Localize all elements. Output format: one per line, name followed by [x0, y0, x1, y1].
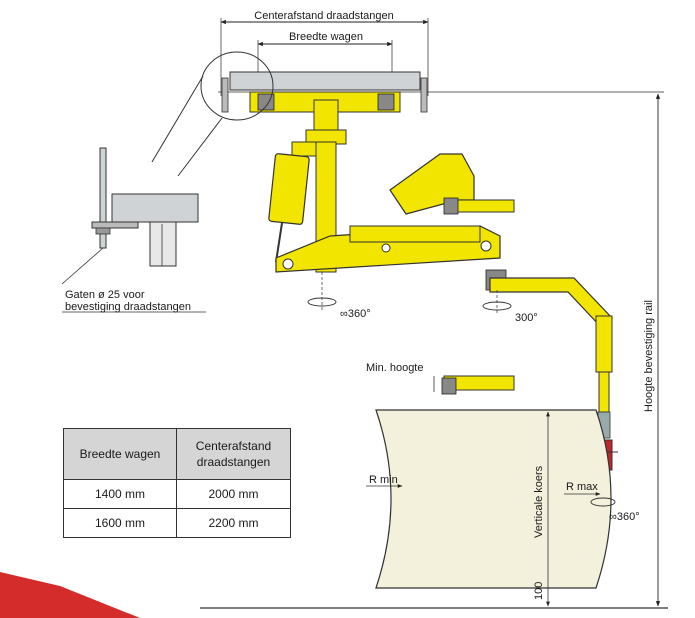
- holes-leader: [61, 247, 104, 285]
- table-header-width: Breedte wagen: [63, 428, 177, 480]
- table-row: 1400 mm 2000 mm: [63, 479, 291, 509]
- rotation-symbol-360-a: [307, 272, 337, 312]
- holes-label: Gaten ø 25 voor: [65, 289, 145, 301]
- dimension-table: Breedte wagen Centerafstand draadstangen…: [63, 428, 291, 538]
- rail-height-label: Hoogte bevestiging rail: [643, 300, 655, 412]
- table-cell-width: 1600 mm: [63, 508, 177, 538]
- rotation-label-300: 300°: [515, 312, 538, 324]
- min-height-label: Min. hoogte: [366, 362, 423, 374]
- table-cell-distance: 2000 mm: [176, 479, 291, 509]
- fixing-detail: [91, 147, 199, 267]
- table-header-distance-line2: draadstangen: [196, 455, 271, 469]
- brand-corner-shape: [0, 572, 140, 618]
- balancing-cylinder: [268, 153, 310, 263]
- min-height-arm: [441, 375, 515, 395]
- table-header-distance-line1: Centerafstand: [195, 439, 272, 453]
- center-distance-label: Centerafstand draadstangen: [254, 10, 393, 22]
- vertical-stroke-label: Verticale koers: [533, 465, 545, 538]
- r-max-label: R max: [566, 481, 598, 493]
- rail-plate: [218, 71, 664, 113]
- cart-width-dimension: [257, 40, 393, 76]
- offset-label: 100: [533, 582, 545, 600]
- table-cell-distance: 2200 mm: [176, 508, 291, 538]
- rotation-symbol-360-b: [590, 497, 616, 507]
- center-distance-dimension: [220, 18, 429, 96]
- table-header-distance: Centerafstand draadstangen: [176, 428, 291, 480]
- parallel-arm: [275, 225, 501, 273]
- upper-arm-max-position: [389, 153, 515, 215]
- table-cell-width: 1400 mm: [63, 479, 177, 509]
- table-row: 1600 mm 2200 mm: [63, 508, 291, 538]
- holes-label-line2: bevestiging draadstangen: [65, 301, 191, 313]
- rotation-label-360-a: ∞360°: [340, 308, 371, 320]
- detail-magnifier: [151, 51, 274, 177]
- work-piece-drum: [375, 409, 612, 589]
- table-header-row: Breedte wagen Centerafstand draadstangen: [63, 428, 291, 480]
- cart-width-label: Breedte wagen: [289, 31, 363, 43]
- rotation-symbol-300: [482, 290, 512, 314]
- rotation-label-360-b: ∞360°: [609, 511, 640, 523]
- second-arm: [485, 269, 613, 413]
- r-min-label: R min: [369, 474, 398, 486]
